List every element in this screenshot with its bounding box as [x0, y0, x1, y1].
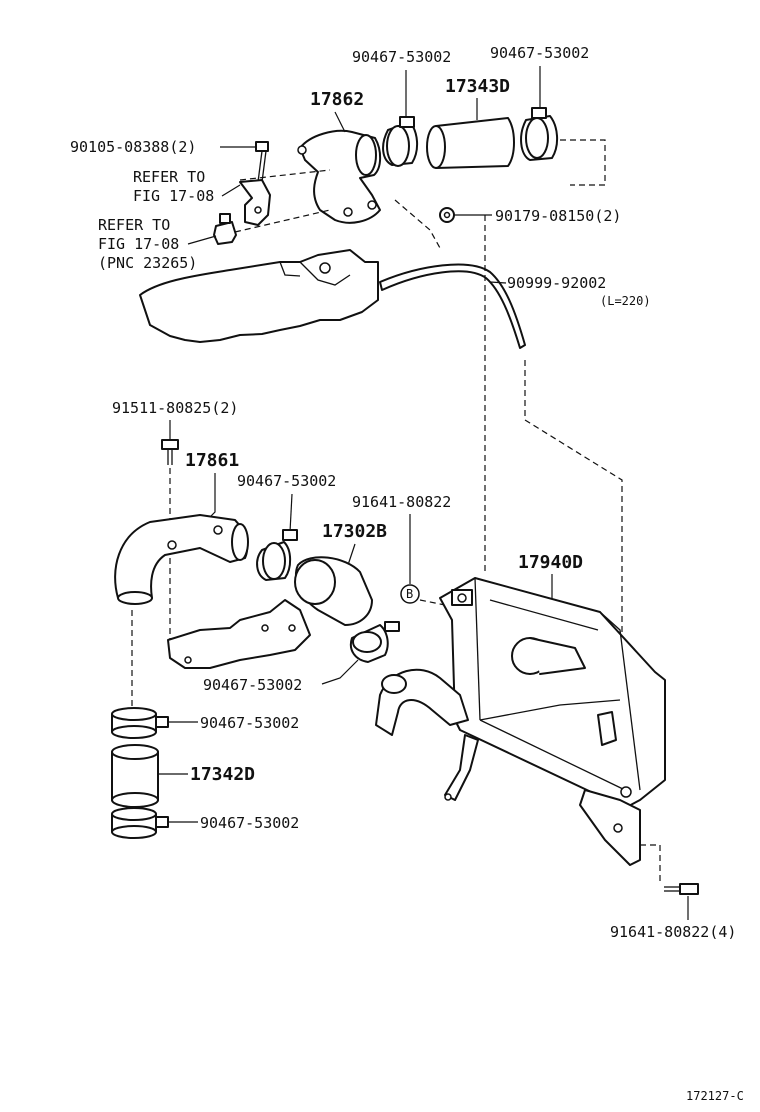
label-bolt-bottom: 91641-80822(4)	[610, 923, 736, 941]
hose-stack-part[interactable]	[111, 744, 159, 808]
label-vacuum-hose: 90999-92002	[507, 274, 606, 292]
bracket-top-part[interactable]	[239, 179, 271, 226]
label-refer2-line1: REFER TO	[98, 216, 170, 234]
sensor-part[interactable]	[213, 213, 237, 245]
intercooler-part[interactable]	[375, 577, 666, 866]
label-intercooler: 17940D	[518, 552, 583, 573]
label-pipe-top: 17862	[310, 89, 364, 110]
clamp-low-part[interactable]	[349, 621, 400, 663]
clamp-top-left-part[interactable]	[382, 116, 418, 167]
label-pipe-mid: 17861	[185, 450, 239, 471]
label-nut: 90179-08150(2)	[495, 207, 621, 225]
bolt-mid-part[interactable]	[161, 439, 179, 465]
pipe-mid-part[interactable]	[114, 514, 249, 605]
clamp-mid-part[interactable]	[256, 529, 298, 581]
label-refer2-line2: FIG 17-08	[98, 235, 179, 253]
label-hose-stack: 17342D	[190, 764, 255, 785]
label-bolt-top: 90105-08388(2)	[70, 138, 196, 156]
label-refer1-line2: FIG 17-08	[133, 187, 214, 205]
label-clamp-stack-top: 90467-53002	[200, 714, 299, 732]
clamp-top-right-part[interactable]	[520, 107, 558, 161]
engine-outline	[139, 249, 379, 343]
bracket-mid-part[interactable]	[167, 599, 311, 669]
pipe-top-part[interactable]	[297, 129, 382, 224]
vacuum-hose-part[interactable]	[379, 263, 526, 349]
bolt-bottom-part[interactable]	[664, 883, 699, 895]
hose-mid-part[interactable]	[294, 556, 373, 626]
label-clamp-top-right: 90467-53002	[490, 44, 589, 62]
callout-b-label: B	[406, 587, 413, 601]
label-clamp-stack-bottom: 90467-53002	[200, 814, 299, 832]
label-clamp-low: 90467-53002	[203, 676, 302, 694]
hose-top-part[interactable]	[426, 117, 515, 169]
label-refer2-line3: (PNC 23265)	[98, 254, 197, 272]
nut-part[interactable]	[439, 207, 455, 223]
label-bolt-b: 91641-80822	[352, 493, 451, 511]
bolt-top-part[interactable]	[255, 141, 269, 183]
figure-number: 172127-C	[686, 1089, 744, 1103]
label-hose-mid: 17302B	[322, 521, 387, 542]
label-clamp-top-left: 90467-53002	[352, 48, 451, 66]
label-bolt-mid: 91511-80825(2)	[112, 399, 238, 417]
label-refer1-line1: REFER TO	[133, 168, 205, 186]
label-clamp-mid: 90467-53002	[237, 472, 336, 490]
label-hose-top: 17343D	[445, 76, 510, 97]
clamp-stack-bottom-part[interactable]	[111, 807, 169, 839]
callout-b: B	[400, 584, 420, 604]
clamp-stack-top-part[interactable]	[111, 707, 169, 739]
label-vacuum-hose-length: (L=220)	[600, 294, 651, 308]
